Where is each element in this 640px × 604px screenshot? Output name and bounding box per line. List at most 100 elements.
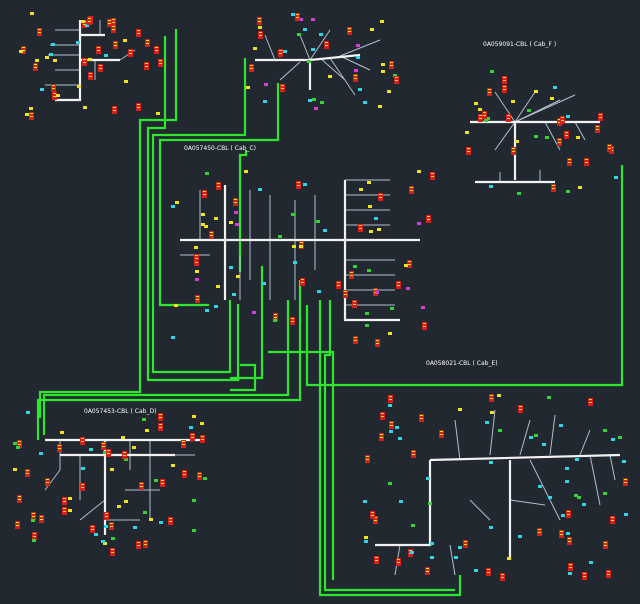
harness-top-center-connector-39 [378,105,382,108]
harness-cab-c-connector-30 [201,213,205,216]
harness-top-left-connector-pin-37 [113,107,116,108]
harness-cab-f-connector-pin-27 [552,185,555,186]
harness-cab-f-connector-6 [515,140,519,143]
harness-cab-d-connector-pin-4 [182,441,185,442]
harness-cab-d-connector-pin-b-11 [32,516,35,517]
harness-cab-d-connector-51 [60,431,64,434]
harness-cab-d-connector-42 [203,477,207,480]
harness-cab-d-connector-65 [104,525,108,528]
harness-top-left-connector-20 [77,85,81,88]
connection-route-12 [323,300,455,592]
harness-cab-c-connector-16 [278,235,282,238]
harness-top-left-connector-pin-42 [88,18,91,19]
harness-cab-d-connector-17 [39,452,43,455]
harness-cab-d-connector-15 [124,458,128,461]
harness-cab-e-connector-pin-b-36 [538,532,541,533]
harness-cab-c-connector-pin-5 [374,289,377,290]
harness-cab-d-connector-pin-11 [32,513,35,514]
harness-top-left-connector-pin-b-40 [137,107,140,108]
harness-cab-f-connector-pin-b-30 [608,148,611,149]
harness-cab-c-connector-17 [214,305,218,308]
harness-cab-e-connector-40 [565,467,569,470]
harness-top-center-connector-6 [291,13,295,16]
harness-cab-d-branch-8 [44,469,61,491]
harness-cab-e-connector-pin-17 [607,571,610,572]
harness-cab-c-connector-78 [404,264,408,267]
harness-cab-c-connector-62 [375,291,379,294]
harness-cab-d-connector-64 [16,446,20,449]
harness-cab-e-connector-pin-b-27 [440,434,443,435]
harness-cab-e-connector-pin-36 [538,529,541,530]
harness-cab-d-connector-pin-37 [58,445,61,446]
harness-cab-d-connector-pin-b-24 [91,529,94,530]
harness-cab-c-connector-15 [406,287,410,290]
harness-top-left-connector-pin-b-28 [22,50,25,51]
connection-route-10 [305,165,624,387]
harness-cab-c-connector-23 [232,293,236,296]
harness-top-left-connector-pin-b-35 [146,43,149,44]
harness-cab-d-connector-60 [171,464,175,467]
harness-cab-d-connector-pin-41 [105,513,108,514]
harness-cab-f-connector-pin-20 [565,132,568,133]
harness-cab-c-connector-39 [377,228,381,231]
harness-top-center-connector-16 [328,75,332,78]
harness-top-left-connector-pin-18 [112,26,115,27]
harness-cab-e-connector-pin-b-38 [464,544,467,545]
harness-cab-d-connector-pin-35 [161,480,164,481]
harness-cab-f-connector-40 [566,115,570,118]
harness-cab-f-connector-pin-3 [585,159,588,160]
harness-cab-e-connector-16 [430,542,434,545]
harness-top-center-connector-pin-20 [395,77,398,78]
harness-cab-e-connector-pin-b-73 [569,567,572,568]
harness-cab-e-connector-21 [458,408,462,411]
harness-cab-c-connector-pin-b-58 [301,282,304,283]
harness-cab-e-connector-pin-b-45 [519,409,522,410]
harness-cab-e-connector-51 [410,551,414,554]
harness-top-center-branch-5 [339,55,371,71]
harness-top-center-connector-pin-36 [250,65,253,66]
harness-top-left-connector-pin-b-12 [159,63,162,64]
inter-harness-connection-lines [36,29,624,597]
harness-cab-d-connector-pin-14 [159,414,162,415]
harness-cab-d-connector-44 [142,418,146,421]
harness-cab-d-connector-pin-56 [63,508,66,509]
harness-cab-e-connector-58 [565,480,569,483]
harness-top-left-connector-34 [85,24,89,27]
harness-cab-e-connector-pin-b-26 [426,571,429,572]
harness-top-center-connector-40 [387,90,391,93]
harness-top-center-connector-9 [263,100,267,103]
harness-cab-e-connector-pin-31 [624,479,627,480]
harness-cab-f-connector-pin-30 [608,145,611,146]
harness-cab-f-connector-pin-b-37 [483,115,486,116]
harness-cab-c-connector-pin-48 [376,340,379,341]
harness-cab-d-connector-pin-b-35 [161,483,164,484]
harness-cab-d-connector-pin-b-34 [107,453,110,454]
harness-cab-f-connector-pin-b-3 [585,162,588,163]
harness-cab-f-branch-4 [514,94,576,123]
harness-cab-d-connector-pin-b-40 [198,476,201,477]
harness-cab-c-connector-2 [236,275,240,278]
harness-cab-c-connector-10 [299,245,303,248]
harness-cab-f-connector-15 [517,192,521,195]
harness-cab-e-connector-pin-b-23 [604,545,607,546]
harness-top-center-connector-1 [246,86,250,89]
harness-top-center-connector-32 [356,56,360,59]
harness-top-center-branch-8 [264,34,276,61]
harness-cab-e-connector-pin-23 [604,542,607,543]
harness-cab-c-connector-pin-b-74 [196,299,199,300]
harness-cab-e-connector-pin-b-31 [624,482,627,483]
connection-route-1 [38,29,178,418]
harness-cab-c-connector-75 [205,309,209,312]
harness-cab-f-connector-pin-32 [503,86,506,87]
harness-cab-d-connector-pin-53 [137,542,140,543]
harness-cab-c-connector-53 [258,188,262,191]
harness-cab-e-connector-70 [364,536,368,539]
harness-cab-c-connector-pin-b-71 [379,197,382,198]
harness-cab-c-connector-pin-12 [353,301,356,302]
harness-cab-c-connector-pin-50 [210,232,213,233]
harness-top-left-connector-8 [25,113,29,116]
harness-cab-d-connector-pin-6 [26,470,29,471]
harness-cab-c-connector-pin-3 [291,318,294,319]
harness-cab-e-connector-pin-11 [589,399,592,400]
connection-route-13 [268,350,335,580]
